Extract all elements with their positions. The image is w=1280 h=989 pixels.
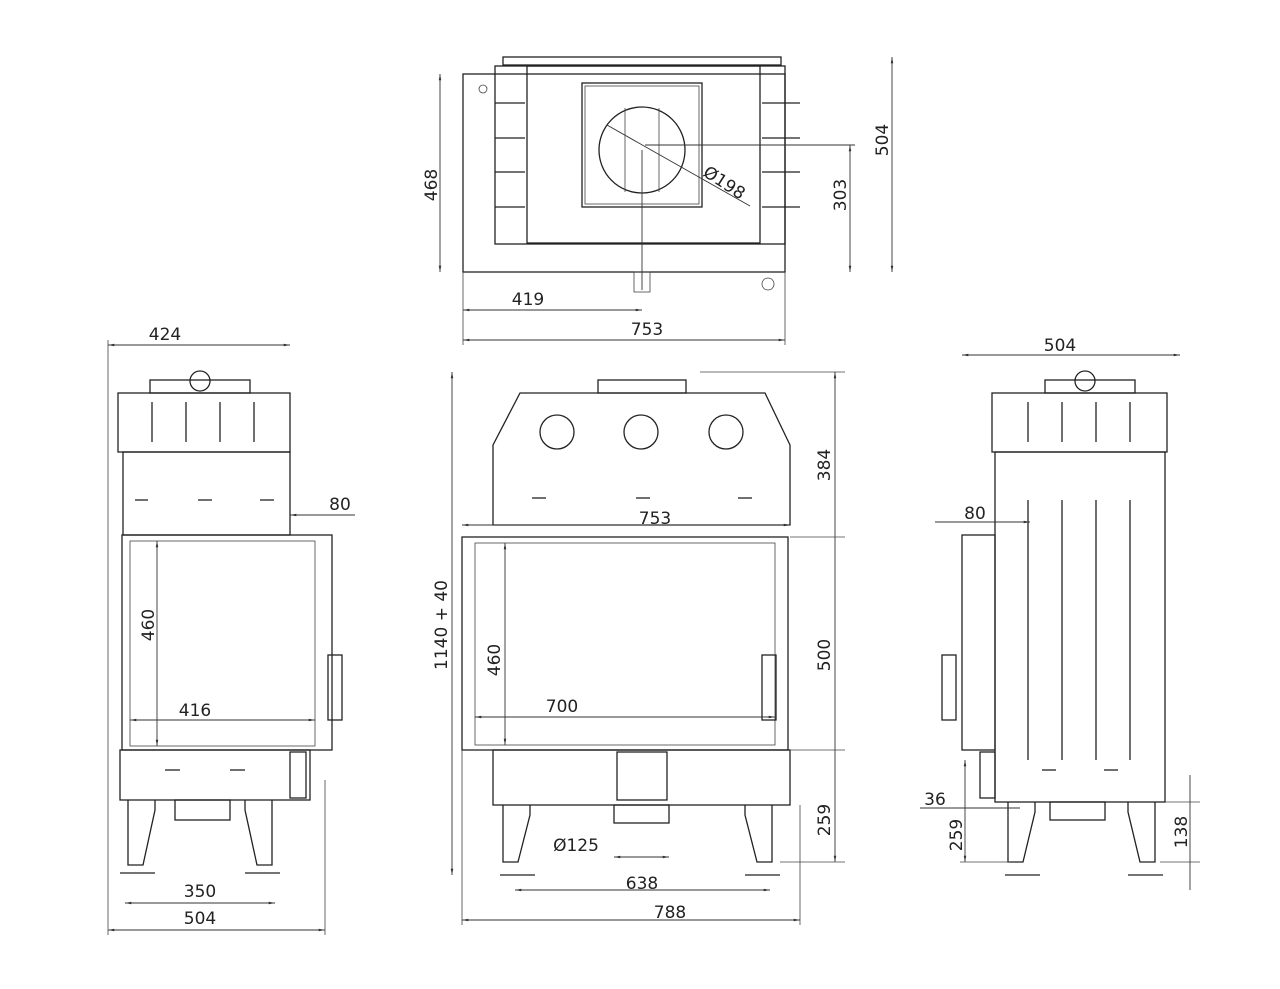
dim-offset: 80 — [964, 504, 986, 524]
dim-depth: 504 — [1044, 336, 1076, 356]
dim-hood-height: 384 — [815, 449, 835, 481]
front-view: 1140 + 40 753 460 700 384 500 259 Ø125 6… — [432, 371, 845, 925]
dim-total-depth: 504 — [873, 124, 893, 156]
dim-flue-x: 419 — [512, 290, 544, 310]
dim-door-width: 753 — [639, 509, 671, 529]
dim-side: 36 — [924, 790, 946, 810]
dim-base-height: 259 — [947, 819, 967, 851]
dim-air-inlet: Ø125 — [553, 836, 599, 856]
dim-total-height: 1140 + 40 — [432, 580, 452, 670]
dim-width: 753 — [631, 320, 663, 340]
dim-offset: 80 — [329, 495, 351, 515]
dim-depth: 468 — [422, 169, 442, 201]
dim-leg-height: 138 — [1172, 816, 1192, 848]
right-side-view: 504 80 36 259 138 — [920, 336, 1200, 890]
dim-total-width: 788 — [654, 903, 686, 923]
dim-flue-diameter: Ø198 — [699, 162, 748, 204]
dim-leg-span: 638 — [626, 874, 658, 894]
dim-glass-height: 460 — [139, 609, 159, 641]
left-side-view: 424 80 460 416 350 504 — [107, 325, 355, 935]
dim-glass-height: 460 — [485, 644, 505, 676]
dim-base-height: 259 — [815, 804, 835, 836]
dim-door-height: 500 — [815, 639, 835, 671]
dim-depth: 504 — [184, 909, 216, 929]
top-view: 468 504 303 Ø198 419 753 — [422, 56, 894, 345]
dim-leg-span: 350 — [184, 882, 216, 902]
dim-glass-width: 416 — [179, 701, 211, 721]
dim-glass-width: 700 — [546, 697, 578, 717]
dim-width-top: 424 — [149, 325, 181, 345]
dim-flue-offset: 303 — [831, 179, 851, 211]
